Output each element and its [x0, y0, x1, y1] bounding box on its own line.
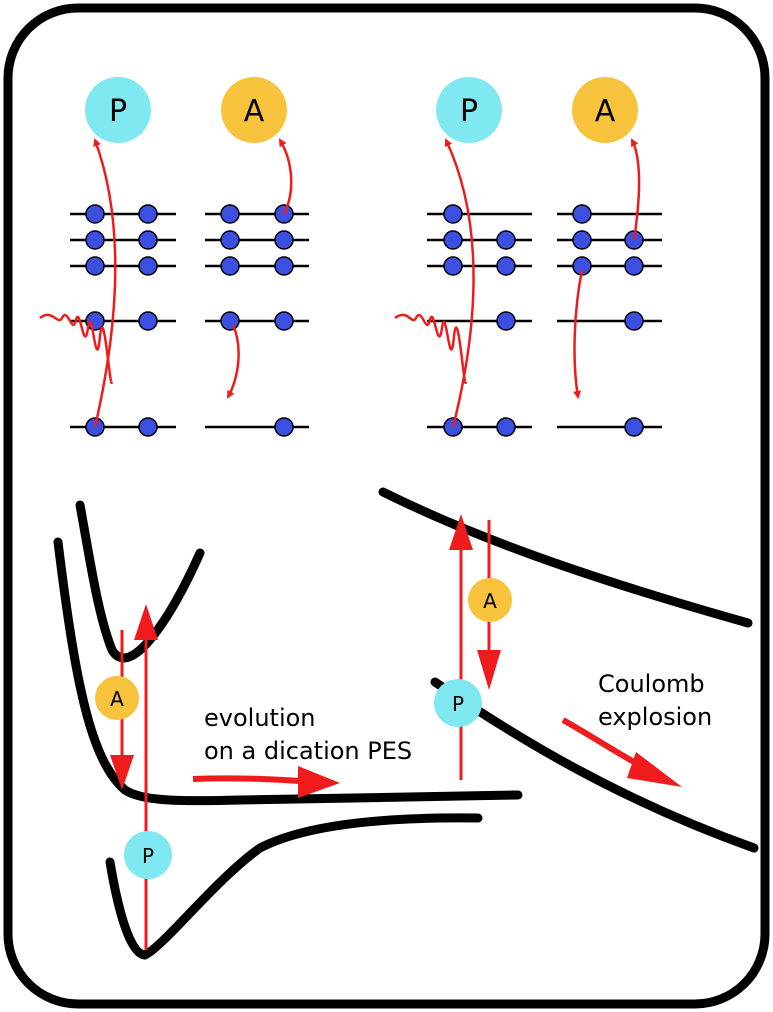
probe-marker-circle — [434, 679, 482, 727]
probe-arrowhead — [134, 604, 158, 640]
auger-marker-circle — [95, 676, 139, 720]
electron — [85, 256, 105, 276]
auger-marker-circle — [468, 578, 512, 622]
electron — [220, 230, 240, 250]
electron — [624, 417, 644, 437]
electron — [572, 204, 592, 224]
electron — [220, 256, 240, 276]
photoionization-arrow — [93, 138, 117, 428]
electron — [138, 204, 158, 224]
electron — [138, 417, 158, 437]
electron — [496, 311, 516, 331]
bottom-left-pes: A P evolution on a dication PES — [53, 500, 523, 960]
electron — [496, 230, 516, 250]
auger-electron-label: A — [595, 94, 616, 129]
electron — [443, 204, 463, 224]
electron — [274, 311, 294, 331]
auger-arrowhead — [110, 755, 134, 790]
dication-curve — [53, 537, 523, 806]
probe-photon-label: P — [460, 94, 478, 129]
electron — [624, 311, 644, 331]
auger-marker-label: A — [110, 687, 124, 711]
electron — [85, 230, 105, 250]
top-right-level-scheme: P A — [394, 77, 662, 437]
coulomb-explosion-arrow — [561, 717, 682, 787]
probe-photon-label: P — [109, 94, 127, 129]
electron — [496, 417, 516, 437]
evolution-arrow — [192, 766, 340, 798]
neutral-ground-curve — [105, 813, 483, 960]
auger-electron-circle — [572, 77, 638, 143]
evolution-caption-line2: on a dication PES — [204, 737, 412, 765]
electron — [496, 256, 516, 276]
auger-electron-circle — [221, 77, 287, 143]
potential-curves — [53, 500, 523, 960]
probe-marker-label: P — [142, 844, 154, 868]
coulomb-caption-line1: Coulomb — [598, 670, 705, 698]
transition-arrows-top-left — [39, 138, 293, 428]
top-left-level-scheme: P A — [39, 77, 309, 437]
upper-repulsive-curve — [378, 487, 753, 628]
electron — [138, 311, 158, 331]
electrons-top-right — [443, 204, 644, 437]
auger-emission-arrow — [278, 138, 293, 215]
evolution-caption-line1: evolution — [204, 704, 316, 732]
auger-arrowhead — [477, 650, 501, 690]
probe-arrowhead — [449, 514, 473, 550]
electron — [138, 256, 158, 276]
auger-emission-arrow — [630, 138, 641, 241]
electrons-top-left — [85, 204, 294, 437]
electron — [443, 230, 463, 250]
electron — [274, 417, 294, 437]
wavy-pulse-icon — [394, 313, 468, 384]
electron — [274, 256, 294, 276]
probe-marker-label: P — [452, 692, 464, 716]
transition-arrows-top-right — [394, 138, 641, 428]
probe-photon-circle — [436, 77, 502, 143]
probe-marker-circle — [124, 831, 172, 879]
vertical-transitions — [449, 514, 501, 780]
electron — [220, 204, 240, 224]
wavy-pulse-icon — [39, 313, 114, 384]
electron — [443, 256, 463, 276]
outer-frame — [3, 3, 770, 1009]
upper-excited-curve — [75, 500, 205, 663]
electron — [220, 311, 240, 331]
electron — [85, 204, 105, 224]
electron — [624, 256, 644, 276]
bottom-right-pes: A P Coulomb explosion — [378, 487, 759, 853]
coulomb-caption-line2: explosion — [598, 703, 712, 731]
electron — [572, 230, 592, 250]
electron — [274, 230, 294, 250]
auger-marker-label: A — [483, 589, 497, 613]
relaxation-arrow — [573, 269, 584, 399]
auger-electron-label: A — [244, 94, 265, 129]
photoionization-arrow — [444, 138, 475, 428]
electron — [138, 230, 158, 250]
relaxation-arrow — [226, 324, 240, 399]
probe-photon-circle — [85, 77, 151, 143]
